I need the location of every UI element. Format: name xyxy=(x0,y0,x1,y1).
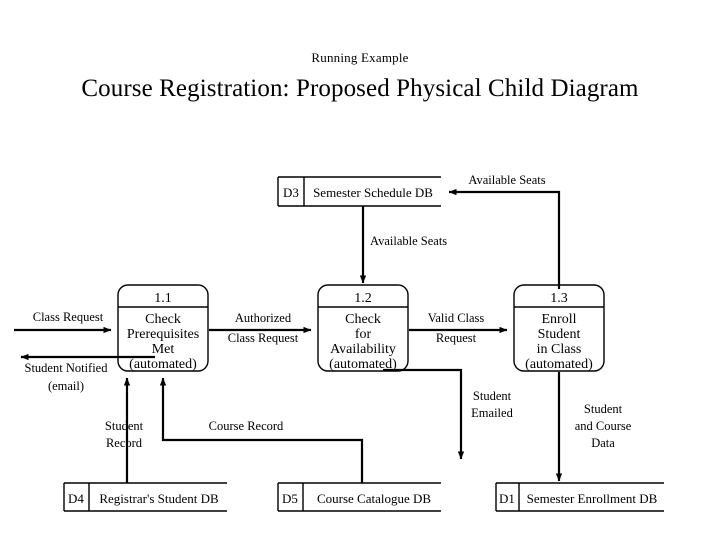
page-title: Course Registration: Proposed Physical C… xyxy=(81,75,639,102)
flow-student-emailed-label-2: Emailed xyxy=(471,406,513,420)
data-store-d4-id: D4 xyxy=(68,491,84,506)
flow-class-request[interactable]: Class Request xyxy=(14,310,112,334)
flow-student-emailed-label-1: Student xyxy=(473,389,512,403)
flow-authorized-class-request[interactable]: Authorized Class Request xyxy=(209,311,312,345)
process-1-3-line-3: in Class xyxy=(537,342,582,357)
process-1-2-line-2: for xyxy=(355,327,372,342)
data-store-d1-label: Semester Enrollment DB xyxy=(527,491,658,506)
process-1-1[interactable]: 1.1 Check Prerequisites Met (automated) xyxy=(117,284,209,372)
data-store-d3-label: Semester Schedule DB xyxy=(313,185,433,200)
flow-student-and-course-data-label-2: and Course xyxy=(575,419,632,433)
process-1-2-line-1: Check xyxy=(345,312,381,327)
title-block: Running Example Course Registration: Pro… xyxy=(0,0,720,104)
flow-student-and-course-data-label-1: Student xyxy=(584,402,623,416)
flow-student-notified[interactable]: Student Notified (email) xyxy=(20,353,155,393)
flow-student-emailed[interactable]: Student Emailed xyxy=(383,368,514,460)
flow-student-record-label-2: Record xyxy=(106,436,143,450)
data-store-d1-id: D1 xyxy=(499,491,515,506)
flow-available-seats-to-store[interactable]: Available Seats xyxy=(448,173,561,289)
flow-available-seats-to-process[interactable]: Available Seats xyxy=(359,206,447,284)
process-1-2[interactable]: 1.2 Check for Availability (automated) xyxy=(317,284,409,372)
data-store-d3-id: D3 xyxy=(283,185,299,200)
process-1-2-line-4: (automated) xyxy=(329,357,397,372)
process-1-3[interactable]: 1.3 Enroll Student in Class (automated) xyxy=(513,284,605,372)
flow-student-record[interactable]: Student Record xyxy=(105,377,144,483)
flow-student-notified-label-1: Student Notified xyxy=(25,361,109,375)
flow-student-record-label-1: Student xyxy=(105,419,144,433)
flow-student-notified-label-2: (email) xyxy=(48,379,84,393)
process-1-1-number: 1.1 xyxy=(154,291,172,306)
data-store-d3[interactable]: D3 Semester Schedule DB xyxy=(277,176,441,207)
process-1-3-line-1: Enroll xyxy=(542,312,577,327)
data-store-d4-label: Registrar's Student DB xyxy=(99,491,219,506)
process-1-3-line-2: Student xyxy=(538,327,581,342)
process-1-1-line-2: Prerequisites xyxy=(127,327,199,342)
flow-class-request-label: Class Request xyxy=(33,310,104,324)
subtitle: Running Example xyxy=(311,50,409,65)
process-1-1-line-1: Check xyxy=(145,312,181,327)
process-1-1-line-3: Met xyxy=(152,342,175,357)
data-store-d5-label: Course Catalogue DB xyxy=(317,491,431,506)
flow-course-record-label: Course Record xyxy=(209,419,284,433)
flow-valid-class-request-label-2: Request xyxy=(436,331,477,345)
process-1-2-number: 1.2 xyxy=(354,291,372,306)
flow-authorized-class-request-label-1: Authorized xyxy=(235,311,292,325)
data-store-d4[interactable]: D4 Registrar's Student DB xyxy=(63,482,227,512)
flow-available-seats-to-process-label: Available Seats xyxy=(370,234,447,248)
flow-course-record[interactable]: Course Record xyxy=(159,377,364,483)
data-store-d5[interactable]: D5 Course Catalogue DB xyxy=(277,482,441,512)
data-store-d1[interactable]: D1 Semester Enrollment DB xyxy=(495,482,664,512)
process-1-3-number: 1.3 xyxy=(550,291,568,306)
flow-available-seats-to-store-label: Available Seats xyxy=(468,173,545,187)
flow-valid-class-request[interactable]: Valid Class Request xyxy=(409,311,508,345)
flow-authorized-class-request-label-2: Class Request xyxy=(228,331,299,345)
process-1-3-line-4: (automated) xyxy=(525,357,593,372)
process-1-2-line-3: Availability xyxy=(330,342,396,357)
data-store-d5-id: D5 xyxy=(282,491,298,506)
flow-student-and-course-data-label-3: Data xyxy=(591,436,615,450)
process-1-1-line-4: (automated) xyxy=(129,357,197,372)
flow-valid-class-request-label-1: Valid Class xyxy=(428,311,485,325)
flow-student-and-course-data[interactable]: Student and Course Data xyxy=(555,372,632,482)
